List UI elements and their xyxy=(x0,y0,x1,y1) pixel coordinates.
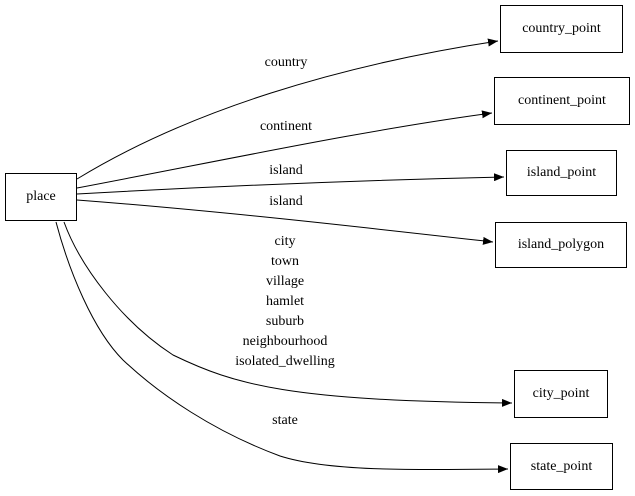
node-place: place xyxy=(5,173,77,221)
edge-label-line: suburb xyxy=(265,314,305,329)
edge-place-state_point xyxy=(55,221,509,474)
node-label: country_point xyxy=(522,21,601,36)
edge-label-line: neighbourhood xyxy=(242,334,328,349)
node-state_point: state_point xyxy=(510,443,613,490)
node-label: island_polygon xyxy=(517,237,605,252)
node-label: continent_point xyxy=(518,93,606,108)
edge-label-line: island xyxy=(269,163,303,178)
edge-label-line: city xyxy=(274,234,296,249)
node-country_point: country_point xyxy=(500,5,623,53)
edge-place-continent_point xyxy=(76,110,493,189)
edge-label-line: town xyxy=(270,254,299,269)
edge-label-line: village xyxy=(265,274,305,289)
node-label: island_point xyxy=(526,165,597,180)
edge-place-island_polygon xyxy=(76,199,494,245)
edge-label-island_polygon: island xyxy=(269,192,302,212)
edge-place-island_point xyxy=(76,173,505,195)
node-city_point: city_point xyxy=(514,370,608,418)
edge-label-island_point: island xyxy=(269,161,302,181)
edge-label-line: country xyxy=(264,55,308,70)
node-label: place xyxy=(26,189,56,204)
edge-label-state_point: state xyxy=(272,411,298,431)
edge-label-line: state xyxy=(272,413,298,428)
edge-place-city_point xyxy=(63,221,513,407)
node-island_point: island_point xyxy=(506,150,617,196)
edge-label-line: continent xyxy=(259,119,313,134)
edge-label-line: island xyxy=(269,194,303,209)
node-label: city_point xyxy=(532,386,590,401)
edge-label-line: isolated_dwelling xyxy=(235,354,335,369)
edge-label-line: hamlet xyxy=(265,294,305,309)
node-label: state_point xyxy=(530,458,593,474)
edge-label-continent_point: continent xyxy=(260,117,312,137)
edge-label-country_point: country xyxy=(265,53,308,73)
edge-place-country_point xyxy=(76,38,499,180)
edge-label-city_point: city town village hamlet suburb neighbourhood… xyxy=(235,232,335,372)
node-continent_point: continent_point xyxy=(494,77,630,125)
node-island_polygon: island_polygon xyxy=(495,222,627,268)
